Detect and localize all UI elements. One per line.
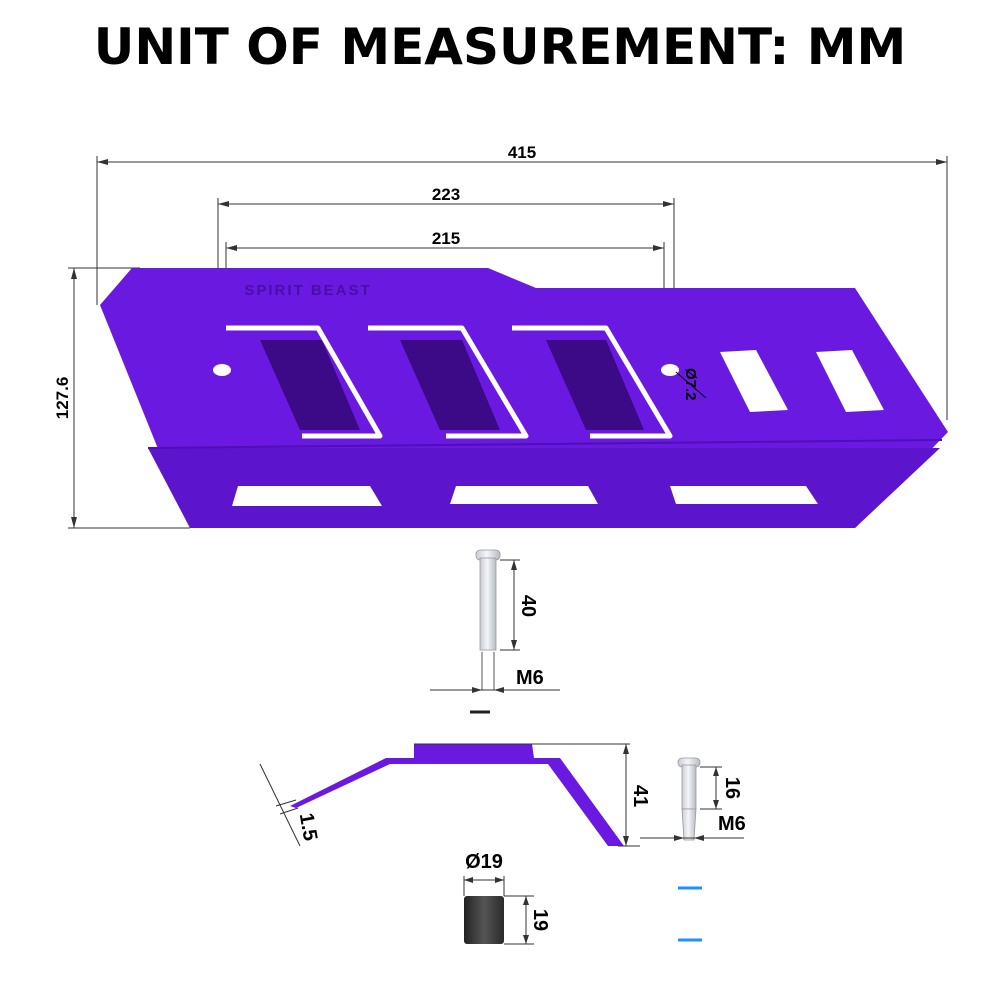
plate-thickness-label: 1.5 (295, 811, 321, 842)
louver-vent-1 (226, 325, 383, 439)
long-bolt-length-label: 40 (517, 595, 539, 617)
page-title: UNIT OF MEASUREMENT: MM (93, 18, 907, 76)
slot-bottom-2 (450, 486, 598, 504)
hole-diameter-label: Ø7.2 (682, 368, 699, 401)
mounting-hole-right (661, 364, 679, 376)
louver-vent-2 (368, 325, 529, 439)
hole-span-outer-label: 223 (432, 185, 460, 204)
profile-height-label: 41 (629, 785, 651, 807)
skid-plate: SPIRIT BEAST Ø7.2 (100, 268, 948, 528)
short-bolt-length-label: 16 (721, 777, 743, 799)
dimension-height: 127.6 (53, 267, 190, 529)
brand-engraving: SPIRIT BEAST (244, 282, 371, 299)
slot-bottom-1 (232, 486, 382, 506)
spacer-height-label: 19 (529, 909, 551, 931)
plate-side-profile: 41 1.5 (259, 743, 651, 847)
long-bolt-thread-label: M6 (516, 667, 544, 689)
height-label: 127.6 (53, 377, 72, 420)
spacer-diameter-label: Ø19 (465, 851, 503, 873)
slot-bottom-3 (670, 486, 818, 504)
mounting-hole-left (213, 364, 231, 376)
slot-slanted-1 (720, 350, 788, 412)
louver-vent-3 (512, 325, 673, 439)
hole-span-inner-label: 215 (432, 229, 460, 248)
overall-length-label: 415 (508, 143, 536, 162)
short-bolt-thread-label: M6 (718, 813, 746, 835)
long-bolt: 40 M6 (430, 549, 560, 693)
spacer: Ø19 19 (463, 851, 551, 945)
slot-slanted-2 (816, 350, 884, 412)
dimension-overall-length: 415 (96, 143, 948, 420)
short-bolt: 16 M6 (640, 757, 746, 841)
